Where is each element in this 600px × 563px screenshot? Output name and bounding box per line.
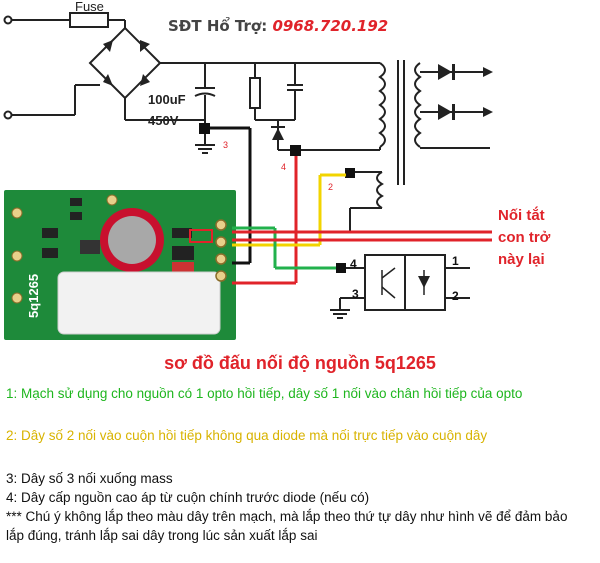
board-pin-2-label: 2 (239, 237, 245, 249)
note-2: 2: Dây số 2 nối vào cuộn hồi tiếp không … (6, 428, 488, 443)
support-number: 0968.720.192 (272, 17, 389, 35)
board-pin-1-label: 1 (239, 220, 245, 232)
callout-line-3: này lại (498, 251, 545, 268)
wire-green-1 (232, 226, 336, 270)
opto-internal (381, 267, 425, 299)
support-phone: SĐT Hổ Trợ: 0968.720.192 (168, 17, 388, 35)
cap-value: 100uF (148, 92, 186, 107)
callout-line-1: Nối tắt (498, 207, 545, 224)
note-1: 1: Mạch sử dụng cho nguồn có 1 opto hồi … (6, 386, 523, 401)
diagram-title: sơ đồ đấu nối độ nguồn 5q1265 (164, 353, 436, 373)
mains-input (8, 12, 126, 116)
callout-line-2: con trở (498, 229, 551, 246)
board-pins (215, 219, 227, 282)
pin3-node (199, 123, 210, 134)
board-pin-3-label: 3 (239, 254, 245, 266)
output-diodes (438, 64, 493, 120)
pin4-label: 4 (281, 162, 286, 172)
note-5: *** Chú ý không lắp theo màu dây trên mạ… (6, 509, 568, 543)
opto-pin3-label: 3 (352, 287, 359, 301)
fuse (69, 12, 109, 28)
filter-capacitor (194, 63, 216, 154)
optocoupler (330, 254, 470, 319)
mains-terminal-top (3, 15, 13, 25)
opto-pin4-node (336, 263, 346, 273)
module-label: 5q1265 (26, 274, 41, 318)
opto-pin4-label: 4 (350, 257, 357, 271)
pcb-module: 5q1265 (4, 190, 236, 340)
aux-winding-node (345, 168, 355, 178)
short-resistor-callout: Nối tắt con trở này lại (498, 205, 550, 271)
note-4: 4: Dây cấp nguồn cao áp từ cuộn chính tr… (6, 490, 370, 505)
support-label: SĐT Hổ Trợ: (168, 17, 268, 35)
bridge-diodes (103, 40, 150, 86)
note-3: 3: Dây số 3 nối xuống mass (6, 471, 173, 486)
board-pin-4-label: 4 (239, 271, 245, 283)
pin3-label: 3 (223, 140, 228, 150)
opto-led (418, 276, 430, 288)
opto-out2-label: 2 (452, 289, 459, 303)
opto-out1-label: 1 (452, 254, 459, 268)
hv-rail (200, 62, 380, 151)
bridge-rectifier (88, 26, 205, 121)
pin4-node (290, 145, 301, 156)
pin2-label: 2 (328, 182, 333, 192)
mains-terminal-bottom (3, 110, 13, 120)
short-callout-arrow (189, 229, 492, 243)
transformer (349, 60, 490, 232)
wire-red-4 (232, 150, 298, 285)
fuse-label: Fuse (75, 0, 104, 14)
snubber-diode (272, 128, 284, 140)
cap-voltage: 450V (148, 113, 179, 128)
